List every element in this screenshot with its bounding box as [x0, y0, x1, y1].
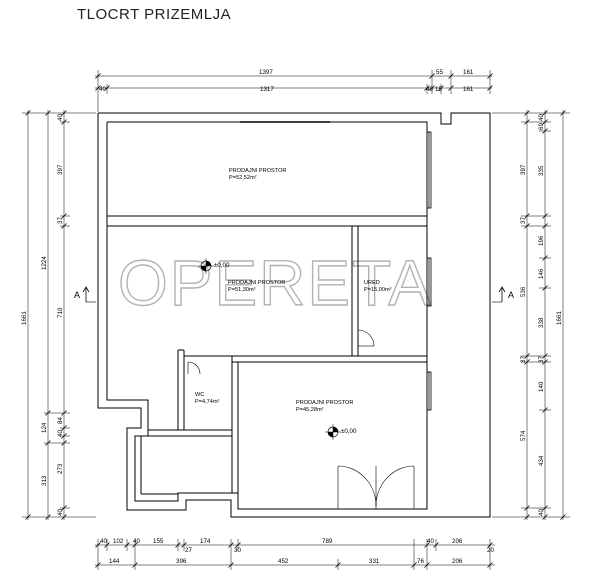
- dim-label: 140: [538, 381, 545, 392]
- dim-label: 37: [538, 356, 545, 363]
- section-marker: A: [74, 286, 96, 303]
- room-label: PRODAJNI PROSTOR P=52,52m²: [229, 168, 286, 181]
- top-dim-labels: 1397 55 161 40 1317 40 15 161: [99, 69, 474, 93]
- dim-label: 1317: [260, 86, 274, 93]
- dim-label: 69: [538, 123, 545, 130]
- right-dimensions: [492, 110, 570, 520]
- dim-label: 174: [200, 538, 211, 545]
- room-area: P=45,28m²: [296, 407, 324, 413]
- level-label: ±0,00: [341, 428, 357, 435]
- dim-label: 161: [463, 86, 474, 93]
- dim-label: 331: [369, 558, 380, 565]
- dim-label: 76: [417, 558, 424, 565]
- dim-label: 789: [322, 538, 333, 545]
- bottom-dim-labels: 40 102 40 155 27 174 30 789 40 206 20 14…: [100, 538, 494, 565]
- dim-label: 40: [57, 509, 64, 516]
- dim-label: 40: [57, 430, 64, 437]
- doors: [187, 329, 415, 509]
- room-area: P=52,52m²: [229, 175, 257, 181]
- dim-label: 20: [487, 547, 494, 554]
- dim-label: 1397: [259, 69, 273, 76]
- dim-label: 30: [234, 547, 241, 554]
- dim-label: 55: [436, 69, 443, 76]
- room-area: P=15,00m²: [364, 287, 392, 293]
- dim-label: 40: [538, 509, 545, 516]
- dim-label: 40: [538, 114, 545, 121]
- room-name: PRODAJNI PROSTOR: [296, 400, 353, 406]
- dim-label: 273: [57, 463, 64, 474]
- walls: [97, 112, 491, 518]
- dim-label: 155: [153, 538, 164, 545]
- dim-label: 146: [538, 268, 545, 279]
- dim-label: 710: [57, 307, 64, 318]
- dim-label: 37: [520, 217, 527, 224]
- dim-label: 40: [99, 86, 106, 93]
- dim-label: 397: [57, 164, 64, 175]
- dim-label: 15: [435, 86, 442, 93]
- level-marker: ±0,00: [198, 258, 230, 274]
- bottom-dimensions: [95, 539, 495, 570]
- top-dimensions: [95, 70, 493, 112]
- dim-label: 144: [109, 558, 120, 565]
- room-name: URED: [364, 280, 380, 286]
- left-dim-labels: 1661 1224 124 313 40 397 37 710 84 40 27…: [21, 114, 64, 516]
- dim-label: 40: [426, 86, 433, 93]
- dim-label: 335: [538, 165, 545, 176]
- room-name: PRODAJNI PROSTOR: [229, 168, 286, 174]
- dim-label: 1224: [41, 256, 48, 270]
- watermark: OPERETA: [118, 247, 433, 319]
- room-area: P=4,74m²: [195, 399, 220, 405]
- dim-label: 27: [185, 547, 192, 554]
- dim-label: 161: [463, 69, 474, 76]
- room-label: PRODAJNI PROSTOR P=51,30m²: [228, 280, 285, 293]
- dim-label: 536: [520, 286, 527, 297]
- room-area: P=51,30m²: [228, 287, 256, 293]
- dim-label: 206: [452, 538, 463, 545]
- dim-label: 452: [278, 558, 289, 565]
- dim-label: 40: [133, 538, 140, 545]
- room-label: URED P=15,00m²: [364, 280, 392, 293]
- dim-label: 313: [41, 475, 48, 486]
- windows: [240, 121, 432, 411]
- dim-label: 397: [520, 164, 527, 175]
- dim-label: 1661: [556, 311, 563, 325]
- plan-title: TLOCRT PRIZEMLJA: [77, 6, 232, 23]
- room-name: PRODAJNI PROSTOR: [228, 280, 285, 286]
- room-name: WC: [195, 392, 204, 398]
- left-dimensions: [22, 110, 96, 520]
- section-marker: A: [492, 286, 514, 303]
- dim-label: 37: [57, 217, 64, 224]
- section-label: A: [74, 290, 80, 300]
- dim-label: 206: [452, 558, 463, 565]
- section-label: A: [508, 290, 514, 300]
- level-label: ±0,00: [214, 262, 230, 269]
- dim-label: 396: [176, 558, 187, 565]
- dim-label: 102: [113, 538, 124, 545]
- level-marker: ±0,00: [325, 424, 357, 440]
- dim-label: 574: [520, 430, 527, 441]
- dim-label: 124: [41, 422, 48, 433]
- right-dim-labels: 397 37 536 37 574 40 69 335 196 146 338 …: [520, 114, 563, 516]
- dim-label: 84: [57, 417, 64, 424]
- dim-label: 338: [538, 317, 545, 328]
- room-label: PRODAJNI PROSTOR P=45,28m²: [296, 400, 353, 413]
- dim-label: 196: [538, 235, 545, 246]
- dim-label: 434: [538, 455, 545, 466]
- dim-label: 40: [57, 114, 64, 121]
- dim-label: 37: [520, 356, 527, 363]
- dim-label: 40: [427, 538, 434, 545]
- dim-label: 1661: [21, 311, 28, 325]
- room-label: WC P=4,74m²: [195, 392, 220, 405]
- dim-label: 40: [100, 538, 107, 545]
